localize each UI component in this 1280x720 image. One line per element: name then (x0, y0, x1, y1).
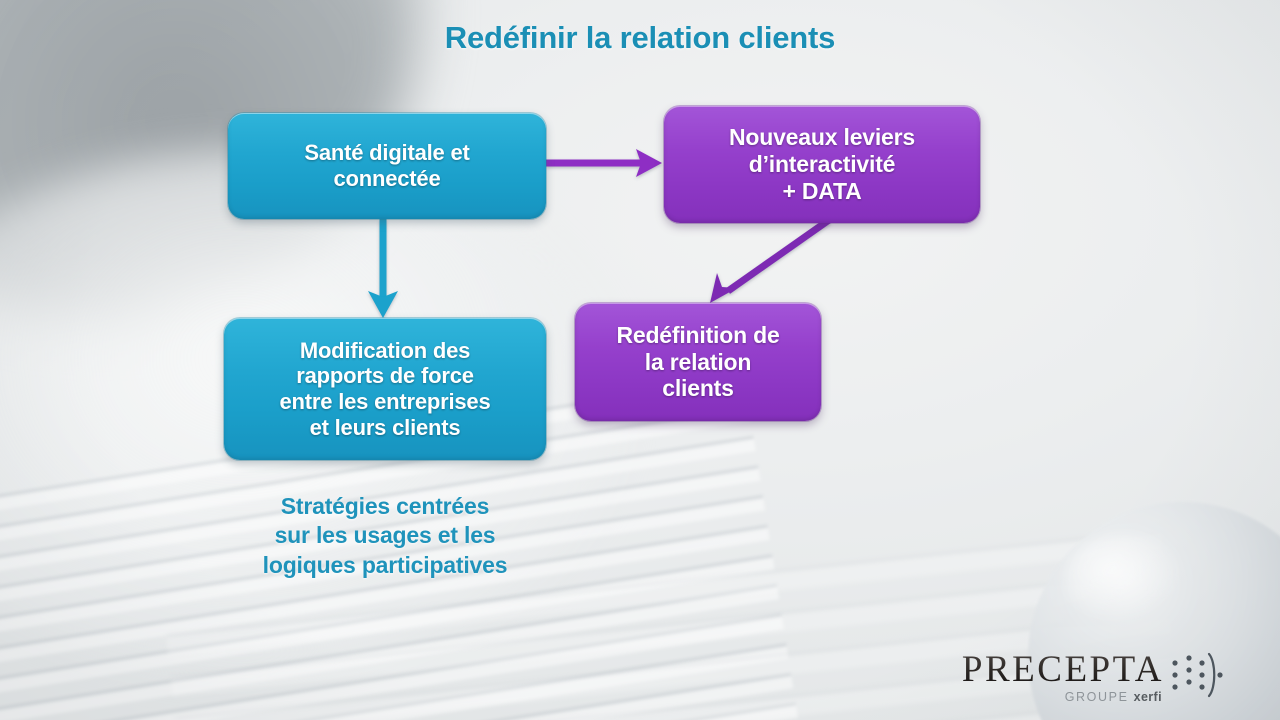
logo-wordmark: PRECEPTA (961, 649, 1164, 690)
node-leviers-line-3: + DATA (782, 177, 862, 204)
node-redefinition-line-2: la relation (644, 348, 752, 375)
page-title: Redéfinir la relation clients (444, 20, 836, 55)
caption-line-1: Stratégies centrées (280, 493, 490, 519)
precepta-logo: PRECEPTA GROUPE xerfi (962, 651, 1224, 704)
node-sante-line-2: connectée (333, 166, 441, 191)
node-modification-line-3: entre les entreprises (279, 389, 491, 414)
logo-tagline: GROUPE xerfi (1065, 690, 1162, 704)
logo-tagline-prefix: GROUPE (1064, 690, 1134, 704)
node-modification-rapports[interactable]: Modification des rapports de force entre… (224, 318, 546, 460)
node-modification-line-1: Modification des (299, 337, 471, 363)
logo-tagline-brand: xerfi (1133, 690, 1162, 704)
node-redefinition-line-1: Redéfinition de (616, 321, 780, 348)
dot-arc-mark-icon (1172, 652, 1223, 698)
node-modification-line-2: rapports de force (296, 363, 474, 389)
node-redefinition-relation[interactable]: Redéfinition de la relation clients (575, 303, 821, 421)
logo-text-wrap: PRECEPTA GROUPE xerfi (962, 651, 1164, 704)
node-redefinition-line-3: clients (662, 375, 734, 402)
node-leviers-line-1: Nouveaux leviers (728, 124, 915, 151)
caption-line-2: sur les usages et les (274, 522, 496, 549)
node-sante-line-1: Santé digitale et (304, 140, 470, 166)
arrow-leviers-to-redefinition (710, 217, 832, 303)
caption-strategies: Stratégies centrées sur les usages et le… (214, 492, 556, 580)
node-leviers-line-2: d’interactivité (748, 151, 896, 178)
arrow-sante-to-leviers (546, 149, 662, 177)
node-nouveaux-leviers[interactable]: Nouveaux leviers d’interactivité + DATA (664, 106, 980, 223)
node-sante-digitale[interactable]: Santé digitale et connectée (228, 113, 546, 219)
caption-line-3: logiques participatives (262, 551, 508, 578)
node-modification-line-4: et leurs clients (309, 414, 461, 440)
arrow-sante-to-modification (368, 219, 398, 318)
